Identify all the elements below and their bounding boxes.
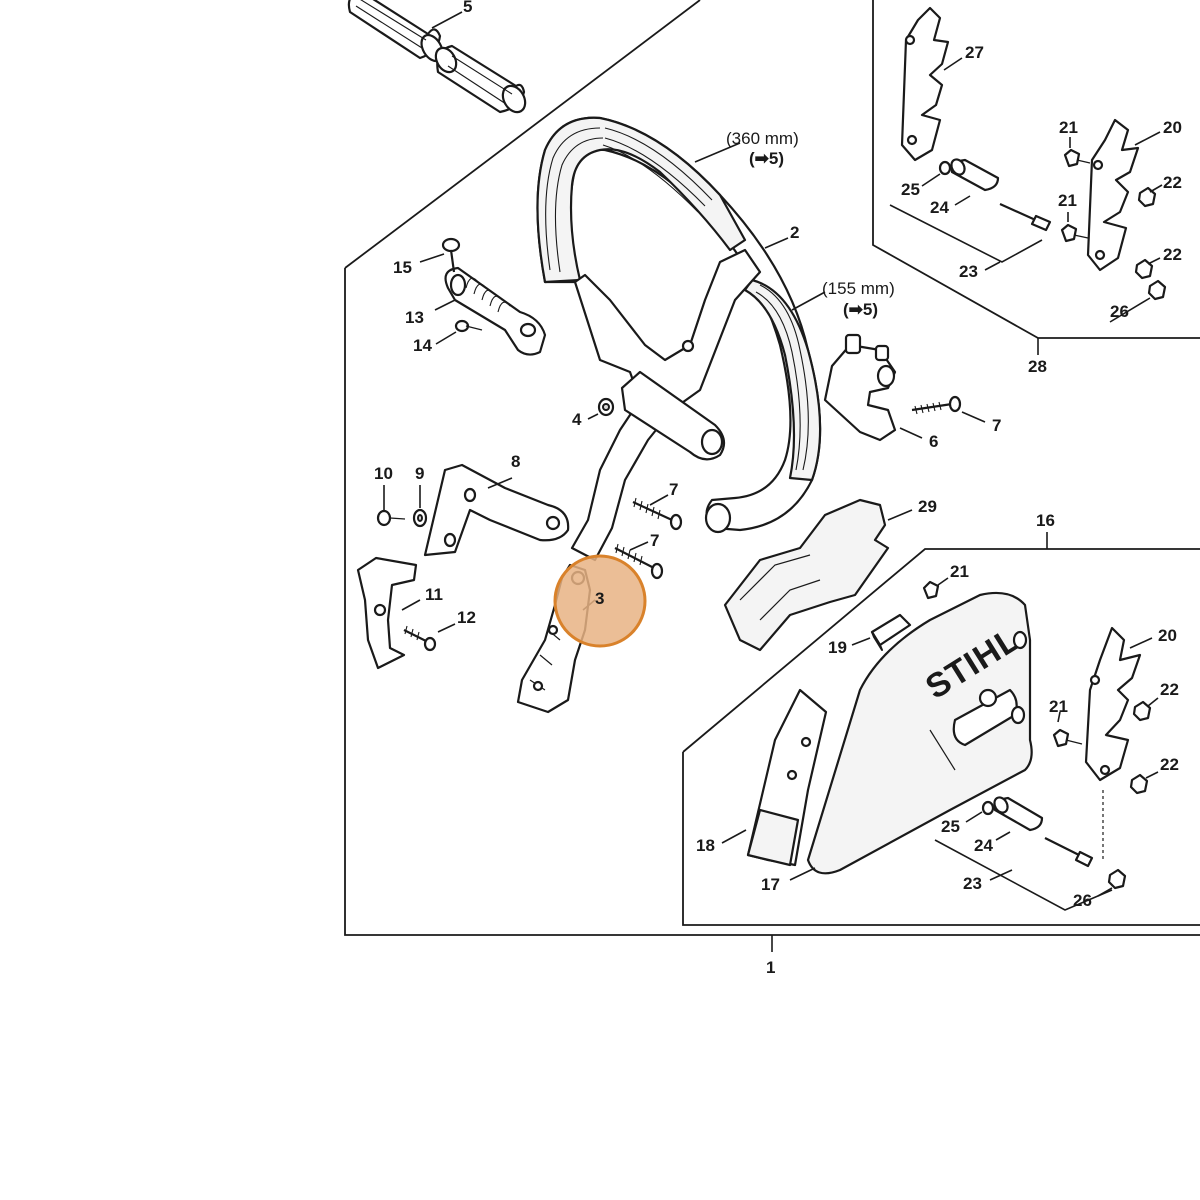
screw-part-21-kit28-top xyxy=(1063,137,1091,168)
screw-part-7-lower xyxy=(614,541,664,580)
callout-9: 9 xyxy=(415,464,424,483)
av-element-part-13 xyxy=(434,266,547,356)
mount-part-6 xyxy=(823,333,923,442)
catch-part-20-kit16 xyxy=(1084,626,1153,782)
screw-part-12 xyxy=(403,623,456,652)
sprocket-cover-part-17: STIHL xyxy=(789,591,1033,881)
washer-part-9 xyxy=(412,485,428,528)
callout-24-kit16: 24 xyxy=(974,836,993,855)
nut-part-19 xyxy=(851,613,912,651)
handlebar-part-2 xyxy=(536,116,822,562)
grip-ribs-side xyxy=(755,284,809,471)
callout-7-upper: 7 xyxy=(669,480,678,499)
callout-18: 18 xyxy=(696,836,715,855)
spring-coils xyxy=(465,277,511,313)
callout-13: 13 xyxy=(405,308,424,327)
washer-part-25-kit16 xyxy=(965,800,995,823)
cover-strip-part-18 xyxy=(721,688,828,867)
leader-155mm xyxy=(791,291,826,311)
catch-part-20-kit28 xyxy=(1086,118,1161,272)
callout-labels: 1 2 3 4 5 6 7 7 7 8 9 10 11 12 13 14 15 … xyxy=(374,0,1182,977)
callout-12: 12 xyxy=(457,608,476,627)
bolt-part-23-kit28 xyxy=(889,202,1052,271)
screw-part-14 xyxy=(435,319,483,345)
nut-part-22-kit16-b xyxy=(1129,771,1159,795)
nut-part-22-kit28-a xyxy=(1137,184,1163,208)
callout-25-kit28: 25 xyxy=(901,180,920,199)
callout-21-kit16-side: 21 xyxy=(1049,697,1068,716)
callout-21-kit28-top: 21 xyxy=(1059,118,1078,137)
callout-29: 29 xyxy=(918,497,937,516)
dimension-360mm-ref: (➡5) xyxy=(749,149,784,168)
callout-8: 8 xyxy=(511,452,520,471)
washer-part-25-kit28 xyxy=(921,160,952,187)
callout-22-kit28-b: 22 xyxy=(1163,245,1182,264)
callout-4: 4 xyxy=(572,410,582,429)
callout-23-kit28: 23 xyxy=(959,262,978,281)
callout-3: 3 xyxy=(595,589,604,608)
callout-21-kit28-mid: 21 xyxy=(1058,191,1077,210)
nut-part-22-kit28-b xyxy=(1134,257,1161,280)
plate-part-8 xyxy=(423,463,570,557)
kit-frame-28 xyxy=(872,0,1200,355)
callout-19: 19 xyxy=(828,638,847,657)
callout-22-kit16-b: 22 xyxy=(1160,755,1179,774)
nut-part-26-kit28 xyxy=(1109,279,1167,323)
assembly-frame-1 xyxy=(344,0,1200,952)
grip-ribs-top xyxy=(545,127,713,273)
screw-part-7-upper xyxy=(632,494,683,531)
guide-part-29 xyxy=(723,498,913,652)
callout-14: 14 xyxy=(413,336,432,355)
dimension-155mm-ref: (➡5) xyxy=(843,300,878,319)
sleeve-part-24-kit28 xyxy=(950,158,1000,206)
bolt-part-23-kit16 xyxy=(934,790,1113,911)
screw-part-10 xyxy=(376,485,406,527)
nut-part-26-kit16 xyxy=(1097,868,1127,897)
callout-16: 16 xyxy=(1036,511,1055,530)
callout-11: 11 xyxy=(425,585,443,604)
callout-23-kit16: 23 xyxy=(963,874,982,893)
screw-part-15 xyxy=(419,237,461,273)
callout-22-kit16-a: 22 xyxy=(1160,680,1179,699)
callout-25-kit16: 25 xyxy=(941,817,960,836)
callout-20-kit28: 20 xyxy=(1163,118,1182,137)
callout-7-right: 7 xyxy=(992,416,1001,435)
catch-part-27 xyxy=(900,6,963,162)
sleeve-part-24-kit16 xyxy=(993,796,1044,841)
callout-26-kit16: 26 xyxy=(1073,891,1092,910)
callout-6: 6 xyxy=(929,432,938,451)
screw-part-21-kit16-side xyxy=(1052,711,1083,748)
callout-5: 5 xyxy=(463,0,472,16)
callout-7-lower: 7 xyxy=(650,531,659,550)
callout-1: 1 xyxy=(766,958,775,977)
callout-21-kit16-top: 21 xyxy=(950,562,969,581)
screw-part-21-kit16-top xyxy=(922,577,949,600)
foam-tube-part-5 xyxy=(347,0,527,114)
callout-28: 28 xyxy=(1028,357,1047,376)
spacer-part-4 xyxy=(587,397,615,420)
callout-27: 27 xyxy=(965,43,984,62)
dimension-155mm: (155 mm) xyxy=(822,279,895,298)
kit-frame-16 xyxy=(682,532,1200,926)
highlight-marker[interactable] xyxy=(553,554,647,648)
screw-part-7-right xyxy=(911,395,986,423)
callout-17: 17 xyxy=(761,875,780,894)
hook-part-11 xyxy=(356,556,421,670)
callout-2: 2 xyxy=(790,223,799,242)
callout-15: 15 xyxy=(393,258,412,277)
callout-26-kit28: 26 xyxy=(1110,302,1129,321)
nut-part-22-kit16-a xyxy=(1132,697,1159,722)
screw-part-21-kit28-mid xyxy=(1060,212,1089,243)
callout-22-kit28-a: 22 xyxy=(1163,173,1182,192)
leader-part-5 xyxy=(431,11,463,29)
callout-20-kit16: 20 xyxy=(1158,626,1177,645)
dimension-360mm: (360 mm) xyxy=(726,129,799,148)
callout-10: 10 xyxy=(374,464,393,483)
leader-360mm xyxy=(694,142,741,163)
callout-24-kit28: 24 xyxy=(930,198,949,217)
